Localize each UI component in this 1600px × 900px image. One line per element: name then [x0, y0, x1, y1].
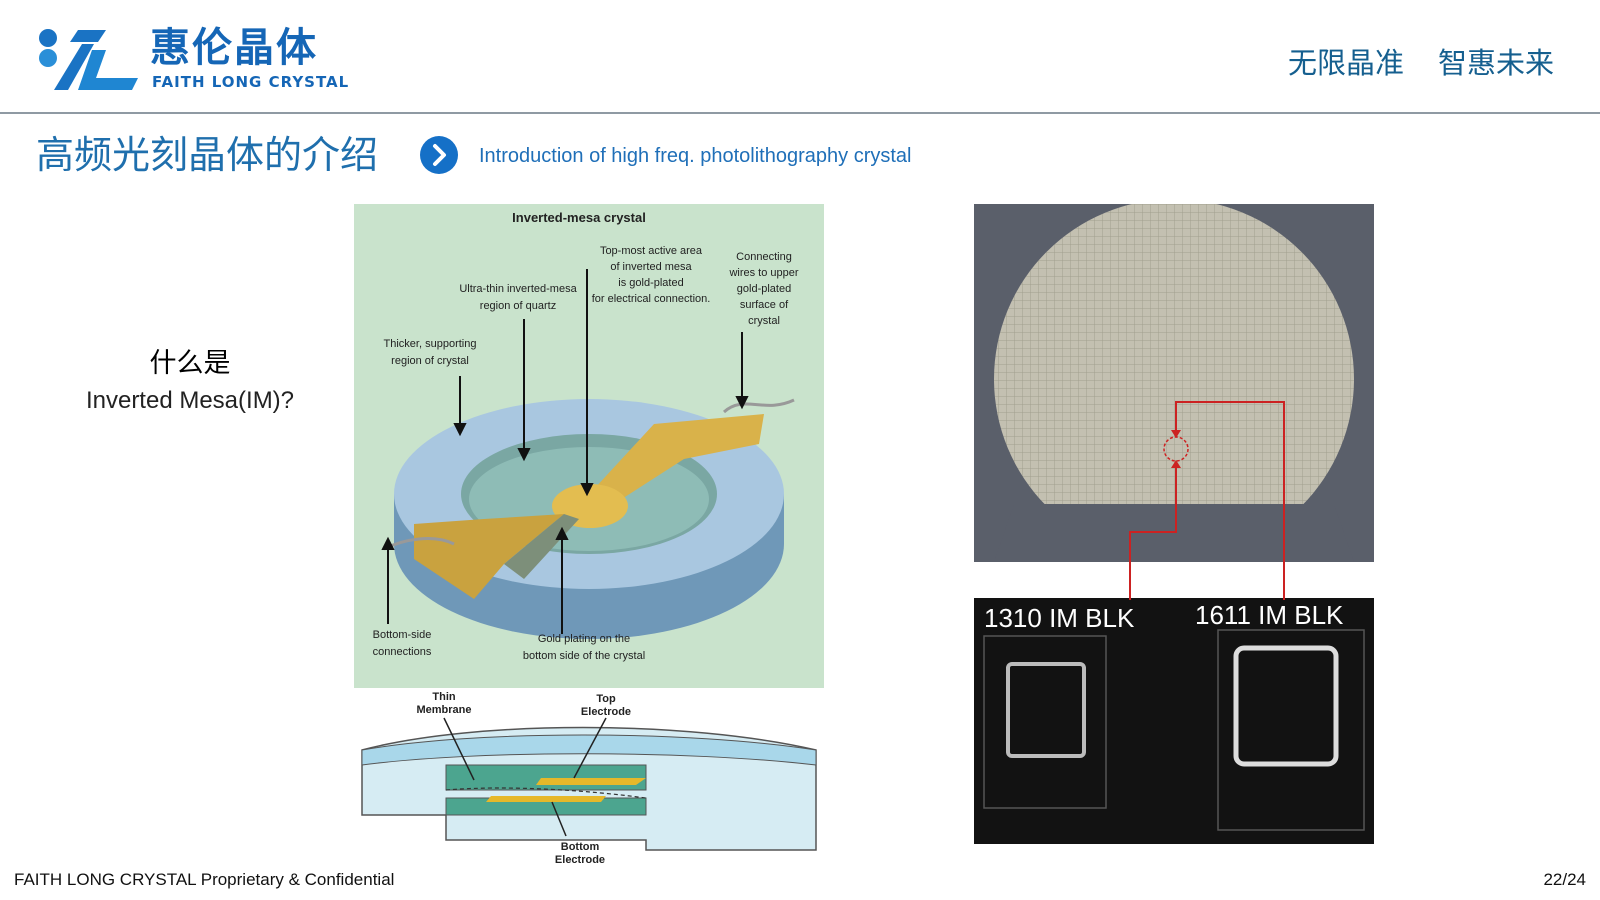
label-top-active-4: for electrical connection. — [592, 293, 711, 305]
label-top-active-1: Top-most active area — [600, 245, 703, 257]
slogan-part-1: 无限晶准 — [1287, 46, 1404, 80]
label-top-electrode-2: Electrode — [581, 706, 631, 718]
label-bottom-side-1: Bottom-side — [373, 629, 432, 641]
brand-name-en: FAITH LONG CRYSTAL — [152, 73, 350, 91]
label-top-active-3: is gold-plated — [618, 277, 683, 289]
label-connecting-3: gold-plated — [737, 283, 791, 295]
label-gold-bottom-1: Gold plating on the — [538, 633, 630, 645]
label-top-active-2: of inverted mesa — [610, 261, 692, 273]
label-ultra-thin-1: Ultra-thin inverted-mesa — [459, 283, 577, 295]
figure-title: Inverted-mesa crystal — [512, 210, 646, 225]
label-thin-membrane-2: Membrane — [416, 704, 471, 716]
slide-title-en: Introduction of high freq. photolithogra… — [479, 145, 912, 167]
microscope-photo: 1310 IM BLK 1611 IM BLK — [974, 598, 1374, 844]
company-logo-icon — [34, 24, 146, 94]
slide-title-cn: 高频光刻晶体的介绍 — [36, 133, 379, 177]
connector-line-right — [1283, 560, 1285, 600]
connector-line-left — [1129, 560, 1131, 600]
footer-confidential: FAITH LONG CRYSTAL Proprietary & Confide… — [14, 870, 395, 889]
label-connecting-4: surface of — [740, 299, 789, 311]
label-bottom-electrode-2: Electrode — [555, 854, 605, 866]
label-gold-bottom-2: bottom side of the crystal — [523, 650, 645, 662]
label-1611-im-blk: 1611 IM BLK — [1195, 600, 1344, 630]
label-thin-membrane-1: Thin — [432, 691, 455, 703]
brand-name-cn: 惠伦晶体 — [150, 25, 318, 71]
page-number: 22/24 — [1543, 870, 1586, 889]
cross-section-diagram: Thin Membrane Top Electrode Bottom Elect… — [356, 690, 822, 880]
label-1310-im-blk: 1310 IM BLK — [984, 603, 1135, 633]
label-bottom-side-2: connections — [373, 646, 432, 658]
label-thicker-2: region of crystal — [391, 355, 469, 367]
slogan: 无限晶准 智惠未来 — [1288, 40, 1554, 82]
question-block: 什么是 Inverted Mesa(IM)? — [40, 345, 340, 419]
label-connecting-2: wires to upper — [728, 267, 798, 279]
header-divider — [0, 112, 1600, 114]
label-connecting-1: Connecting — [736, 251, 792, 263]
inverted-mesa-illustration: Inverted-mesa crystal Top-most active ar… — [354, 204, 824, 688]
label-connecting-5: crystal — [748, 315, 780, 327]
label-bottom-electrode-1: Bottom — [561, 841, 600, 853]
label-top-electrode-1: Top — [596, 693, 616, 705]
slogan-part-2: 智惠未来 — [1437, 46, 1554, 80]
wafer-photo — [974, 204, 1374, 562]
chevron-right-icon — [420, 136, 458, 174]
question-en: Inverted Mesa(IM)? — [85, 387, 295, 414]
label-ultra-thin-2: region of quartz — [480, 300, 556, 312]
question-cn: 什么是 — [149, 348, 231, 379]
label-thicker-1: Thicker, supporting — [384, 338, 477, 350]
